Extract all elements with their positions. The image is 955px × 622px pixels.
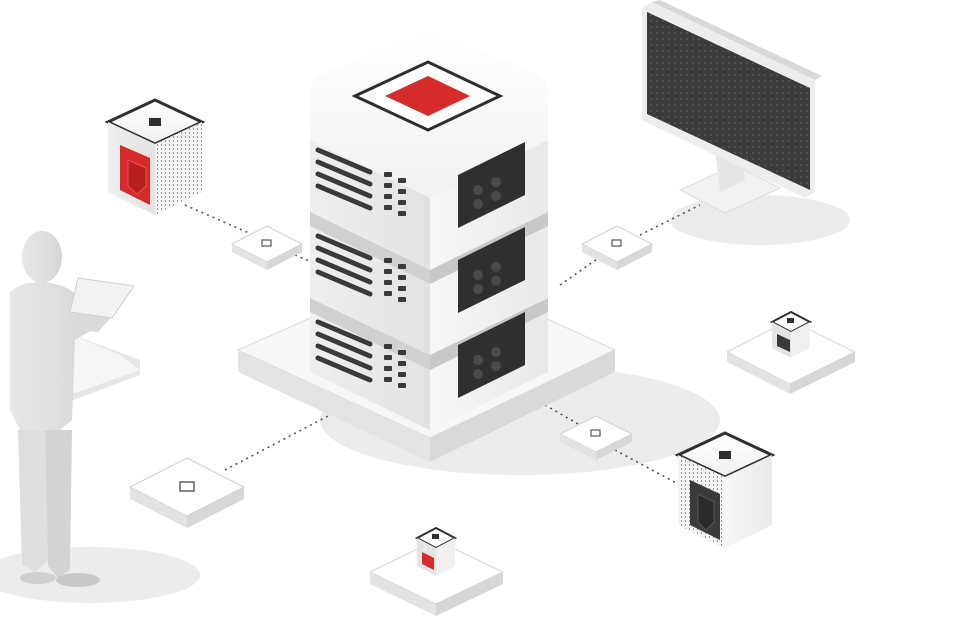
node-pad-right-lower bbox=[558, 415, 634, 460]
node-pad-right-upper bbox=[580, 225, 654, 270]
tablet-icon bbox=[69, 277, 135, 319]
node-pad-left-upper bbox=[230, 225, 304, 270]
node-pad-left-lower bbox=[128, 457, 246, 528]
security-cube-top-left bbox=[104, 98, 206, 215]
led-grid bbox=[384, 172, 406, 388]
security-cube-bottom-right bbox=[674, 431, 776, 548]
vent-lines bbox=[315, 147, 373, 383]
square-icon bbox=[149, 118, 161, 126]
person-silhouette-icon bbox=[10, 231, 140, 587]
shield-icon bbox=[697, 493, 715, 531]
node-device-bottom bbox=[368, 526, 505, 616]
node-device-right bbox=[725, 310, 857, 394]
monitor-icon bbox=[642, 0, 822, 214]
server-rack-icon bbox=[236, 32, 617, 462]
drive-bays bbox=[458, 142, 525, 398]
shield-icon bbox=[127, 159, 147, 195]
accent-square bbox=[385, 76, 470, 116]
